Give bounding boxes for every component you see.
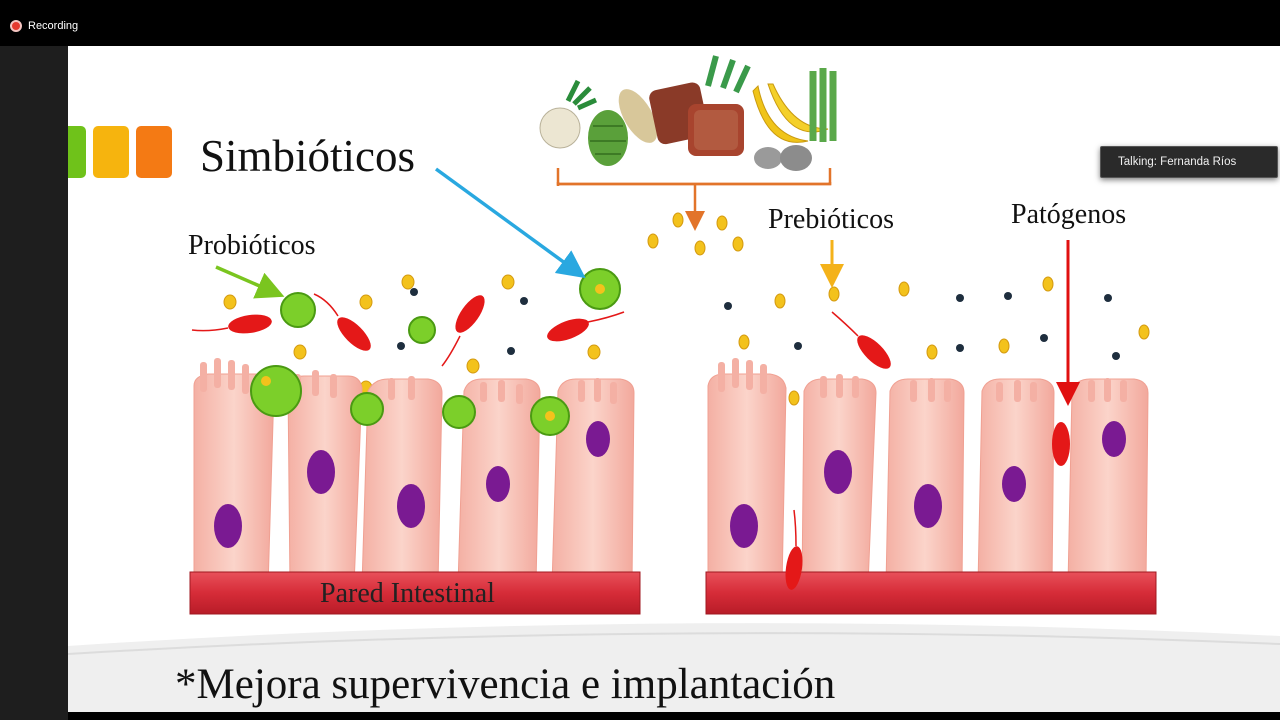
label-prebioticos: Prebióticos xyxy=(768,204,894,235)
particles xyxy=(397,288,1120,360)
bottom-bar xyxy=(68,712,1280,720)
record-dot-icon xyxy=(10,20,22,32)
label-pared-intestinal: Pared Intestinal xyxy=(320,578,495,609)
presentation-slide: Simbióticos Probióticos Prebióticos Pató… xyxy=(68,46,1280,712)
label-probioticos: Probióticos xyxy=(188,230,316,261)
recording-indicator[interactable]: Recording xyxy=(10,20,78,32)
slide-illustration xyxy=(68,55,1280,712)
label-patogenos: Patógenos xyxy=(1011,199,1127,230)
left-panel xyxy=(0,46,68,720)
left-epithelium xyxy=(189,268,641,615)
talking-indicator: Talking: Fernanda Ríos xyxy=(1100,146,1278,178)
accent-squares xyxy=(68,126,172,178)
bacteria-icon xyxy=(228,295,589,351)
top-bar: Recording xyxy=(0,0,1280,46)
slide-footer-note: *Mejora supervivencia e implantación xyxy=(175,661,836,708)
right-epithelium xyxy=(705,311,1157,615)
slide-title: Simbióticos xyxy=(200,131,416,181)
prebiotic-dots xyxy=(223,212,1150,406)
food-group-illustration xyxy=(539,55,837,171)
recording-label: Recording xyxy=(28,20,79,32)
